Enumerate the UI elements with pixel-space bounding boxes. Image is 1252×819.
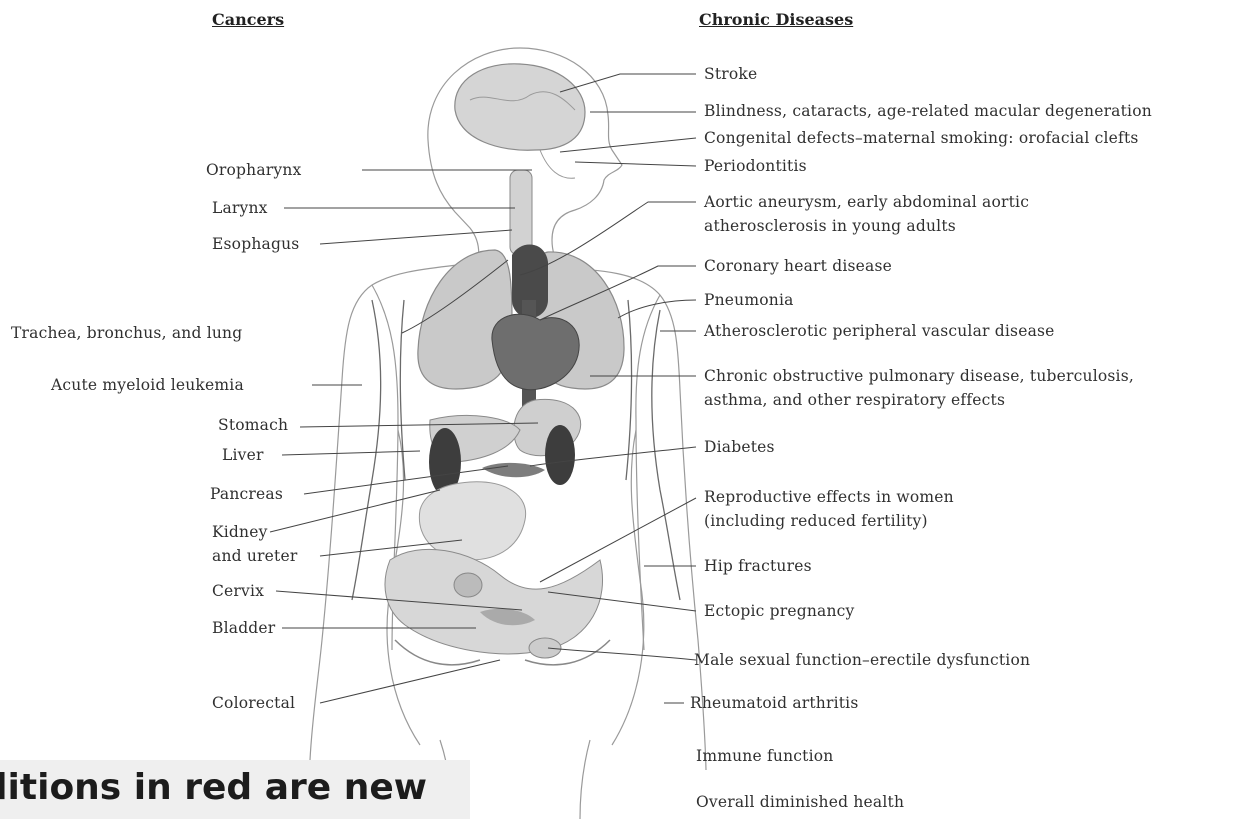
organs bbox=[385, 64, 624, 665]
label-pancreas: Pancreas bbox=[210, 484, 283, 504]
label-kidney: Kidney bbox=[212, 522, 268, 542]
label-asthma: asthma, and other respiratory effects bbox=[704, 390, 1005, 410]
label-overall-diminished-health: Overall diminished health bbox=[696, 792, 904, 812]
label-reproductive-effects: Reproductive effects in women bbox=[704, 487, 954, 507]
label-erectile-dysfunction: Male sexual function–erectile dysfunctio… bbox=[694, 650, 1030, 670]
label-cervix: Cervix bbox=[212, 581, 264, 601]
label-aortic-aneurysm: Aortic aneurysm, early abdominal aortic bbox=[704, 192, 1029, 212]
label-larynx: Larynx bbox=[212, 198, 268, 218]
label-and-ureter: and ureter bbox=[212, 546, 297, 566]
label-peripheral-vascular: Atherosclerotic peripheral vascular dise… bbox=[704, 321, 1055, 341]
label-pneumonia: Pneumonia bbox=[704, 290, 794, 310]
label-diabetes: Diabetes bbox=[704, 437, 775, 457]
label-colorectal: Colorectal bbox=[212, 693, 295, 713]
label-acute-myeloid-leukemia: Acute myeloid leukemia bbox=[51, 375, 244, 395]
label-liver: Liver bbox=[222, 445, 264, 465]
label-oropharynx: Oropharynx bbox=[206, 160, 301, 180]
label-blindness: Blindness, cataracts, age-related macula… bbox=[704, 101, 1152, 121]
label-stroke: Stroke bbox=[704, 64, 757, 84]
label-hip-fractures: Hip fractures bbox=[704, 556, 812, 576]
label-reduced-fertility: (including reduced fertility) bbox=[704, 511, 928, 531]
label-bladder: Bladder bbox=[212, 618, 275, 638]
label-immune-function: Immune function bbox=[696, 746, 833, 766]
label-atherosclerosis: atherosclerosis in young adults bbox=[704, 216, 956, 236]
label-copd: Chronic obstructive pulmonary disease, t… bbox=[704, 366, 1134, 386]
label-coronary-heart-disease: Coronary heart disease bbox=[704, 256, 892, 276]
label-congenital-defects: Congenital defects–maternal smoking: oro… bbox=[704, 128, 1139, 148]
label-trachea-bronchus-lung: Trachea, bronchus, and lung bbox=[11, 323, 242, 343]
label-esophagus: Esophagus bbox=[212, 234, 299, 254]
label-stomach: Stomach bbox=[218, 415, 288, 435]
new-findings-note: Conditions in red are new findings bbox=[0, 760, 470, 819]
note-line-2: findings bbox=[0, 808, 427, 819]
label-rheumatoid-arthritis: Rheumatoid arthritis bbox=[690, 693, 858, 713]
label-periodontitis: Periodontitis bbox=[704, 156, 807, 176]
label-ectopic-pregnancy: Ectopic pregnancy bbox=[704, 601, 855, 621]
note-line-1: Conditions in red are new bbox=[0, 768, 427, 808]
